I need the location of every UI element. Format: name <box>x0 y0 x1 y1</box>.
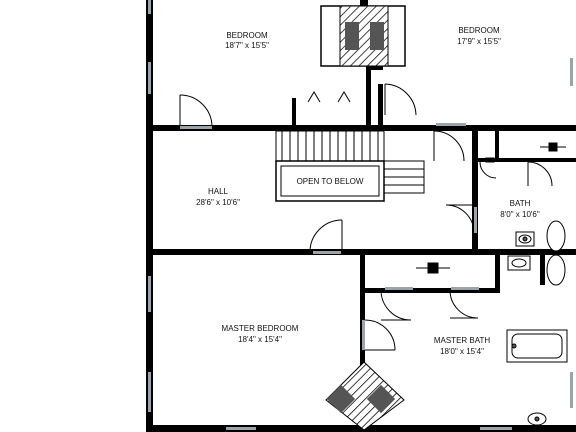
bedroom-furniture <box>320 0 406 67</box>
room-size-bedroom-left: 18'7" x 15'5" <box>225 41 269 50</box>
room-size-master-bath: 18'0" x 15'4" <box>440 347 484 356</box>
room-name-bedroom-left: BEDROOM <box>226 31 268 40</box>
open-to-below: OPEN TO BELOW <box>275 160 385 202</box>
room-name-bedroom-right: BEDROOM <box>458 26 500 35</box>
exterior-walls <box>146 0 576 432</box>
room-name-hall: HALL <box>208 187 229 196</box>
room-name-bath: BATH <box>510 199 531 208</box>
windows <box>148 0 573 430</box>
door-leaves <box>180 123 479 350</box>
room-labels: BEDROOM 18'7" x 15'5" BEDROOM 17'9" x 15… <box>196 26 540 356</box>
stair <box>275 130 425 194</box>
room-size-bath: 8'0" x 10'6" <box>500 210 540 219</box>
room-size-bedroom-right: 17'9" x 15'5" <box>457 37 501 46</box>
room-size-master-bedroom: 18'4" x 15'4" <box>238 335 282 344</box>
room-name-master-bedroom: MASTER BEDROOM <box>222 324 299 333</box>
bath-fixtures <box>416 142 568 426</box>
open-to-below-label: OPEN TO BELOW <box>297 177 364 186</box>
room-name-master-bath: MASTER BATH <box>434 336 491 345</box>
room-size-hall: 28'6" x 10'6" <box>196 198 240 207</box>
master-bed <box>325 361 405 431</box>
doors <box>179 83 553 351</box>
